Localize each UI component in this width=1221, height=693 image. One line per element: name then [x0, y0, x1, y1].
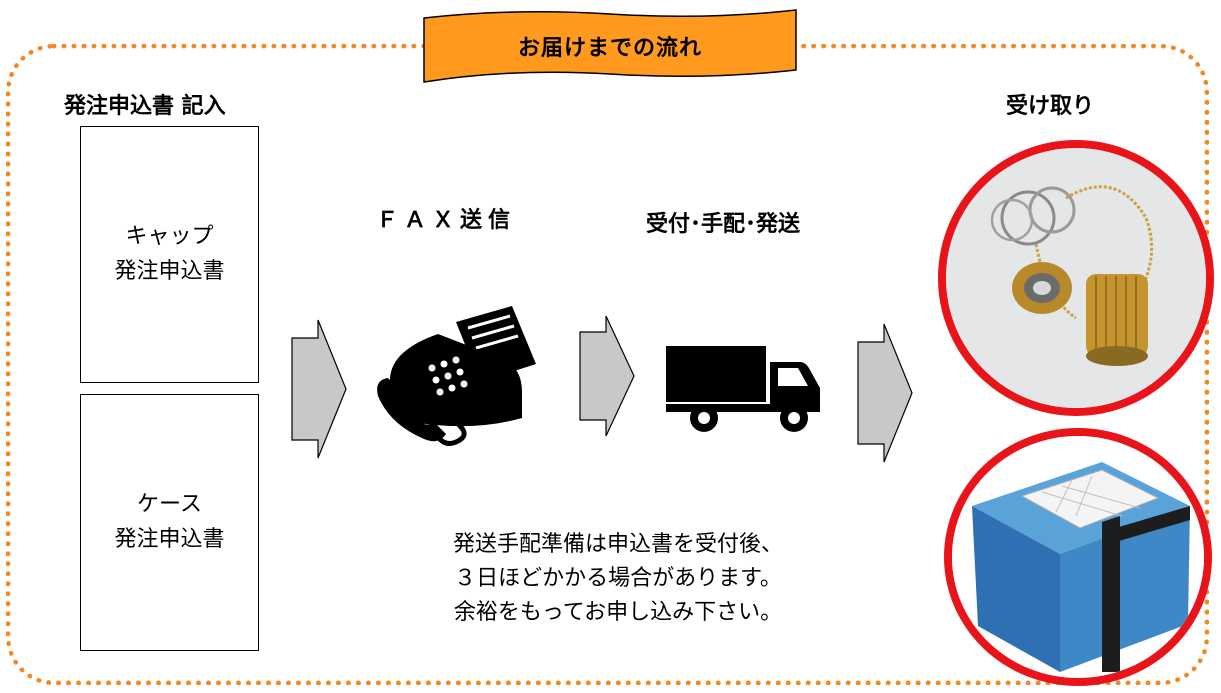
- step-dispatch-heading: 受付･手配･発送: [646, 212, 801, 237]
- step-fax-heading: ＦＡＸ送信: [376, 208, 517, 233]
- right-arrow-icon: [579, 315, 635, 437]
- note-line: 発送手配準備は申込書を受付後、: [452, 532, 783, 557]
- case-order-form: ケース 発注申込書: [80, 394, 259, 651]
- note-line: 余裕をもってお申し込み下さい。: [453, 600, 783, 626]
- step-receive-heading: 受け取り: [1006, 94, 1095, 119]
- cap-form-line1: キャップ: [125, 224, 214, 250]
- cap-order-form: キャップ 発注申込書: [80, 126, 259, 383]
- right-arrow-icon: [857, 323, 913, 463]
- lead-time-note: 発送手配準備は申込書を受付後、 ３日ほどかかる場合があります。 余裕をもってお申…: [362, 528, 874, 630]
- cap-form-line2: 発注申込書: [114, 258, 225, 284]
- right-arrow-icon: [291, 319, 347, 459]
- case-form-line1: ケース: [137, 492, 202, 518]
- case-form-line2: 発注申込書: [114, 526, 225, 552]
- blue-case-photo: [944, 428, 1212, 686]
- fax-icon: [377, 306, 536, 446]
- truck-icon: [666, 346, 820, 432]
- step-order-heading: 発注申込書 記入: [64, 94, 226, 119]
- note-line: ３日ほどかかる場合があります。: [454, 566, 782, 592]
- banner-ribbon: [423, 9, 797, 83]
- blue-case-illustration: [952, 436, 1204, 678]
- cap-chain-illustration: [946, 148, 1206, 408]
- banner-title: お届けまでの流れ: [517, 36, 702, 61]
- cap-chain-photo: [938, 140, 1214, 416]
